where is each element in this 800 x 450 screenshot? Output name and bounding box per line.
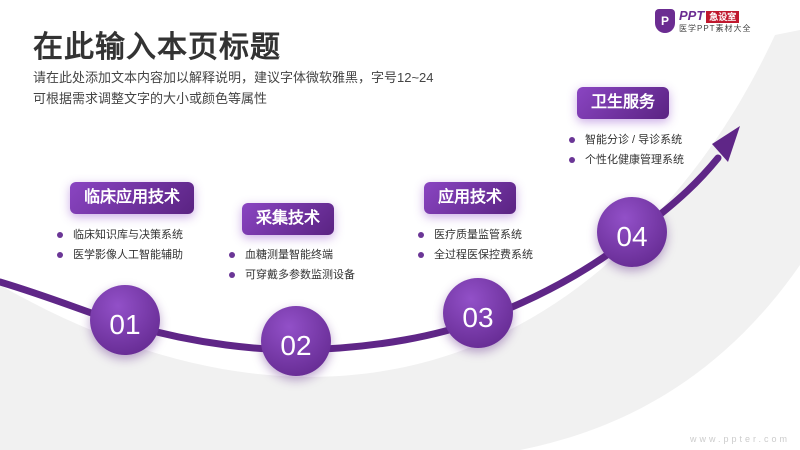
shield-icon: P xyxy=(655,9,675,33)
logo-brand: PPT xyxy=(679,8,705,23)
list-item: 智能分诊 / 导诊系统 xyxy=(569,130,684,150)
step-3-list: 医疗质量监管系统全过程医保控费系统 xyxy=(418,225,533,265)
list-item: 全过程医保控费系统 xyxy=(418,245,533,265)
step-4-label: 卫生服务 xyxy=(577,87,670,119)
step-4-circle: 04 xyxy=(597,197,667,267)
subtitle-line-2: 可根据需求调整文字的大小或颜色等属性 xyxy=(33,91,268,106)
list-item: 医学影像人工智能辅助 xyxy=(57,245,183,265)
step-1-circle: 01 xyxy=(90,285,160,355)
step-1-label: 临床应用技术 xyxy=(70,182,195,214)
step-2-list: 血糖测量智能终端可穿戴多参数监测设备 xyxy=(229,245,355,285)
watermark: www.ppter.com xyxy=(689,434,790,444)
step-2-label: 采集技术 xyxy=(242,203,335,235)
logo-tagline: 医学PPT素材大全 xyxy=(679,24,752,33)
list-item: 个性化健康管理系统 xyxy=(569,150,684,170)
step-1-list: 临床知识库与决策系统医学影像人工智能辅助 xyxy=(57,225,183,265)
step-4-list: 智能分诊 / 导诊系统个性化健康管理系统 xyxy=(569,130,684,170)
page-title: 在此输入本页标题 xyxy=(33,31,281,64)
subtitle-line-1: 请在此处添加文本内容加以解释说明，建议字体微软雅黑，字号12~24 xyxy=(33,70,434,85)
logo-badge: 急设室 xyxy=(706,11,740,23)
step-3-circle: 03 xyxy=(443,278,513,348)
list-item: 医疗质量监管系统 xyxy=(418,225,533,245)
list-item: 临床知识库与决策系统 xyxy=(57,225,183,245)
list-item: 可穿戴多参数监测设备 xyxy=(229,265,355,285)
list-item: 血糖测量智能终端 xyxy=(229,245,355,265)
step-3-label: 应用技术 xyxy=(424,182,517,214)
arrow-head-icon xyxy=(712,126,740,162)
step-2-circle: 02 xyxy=(261,306,331,376)
